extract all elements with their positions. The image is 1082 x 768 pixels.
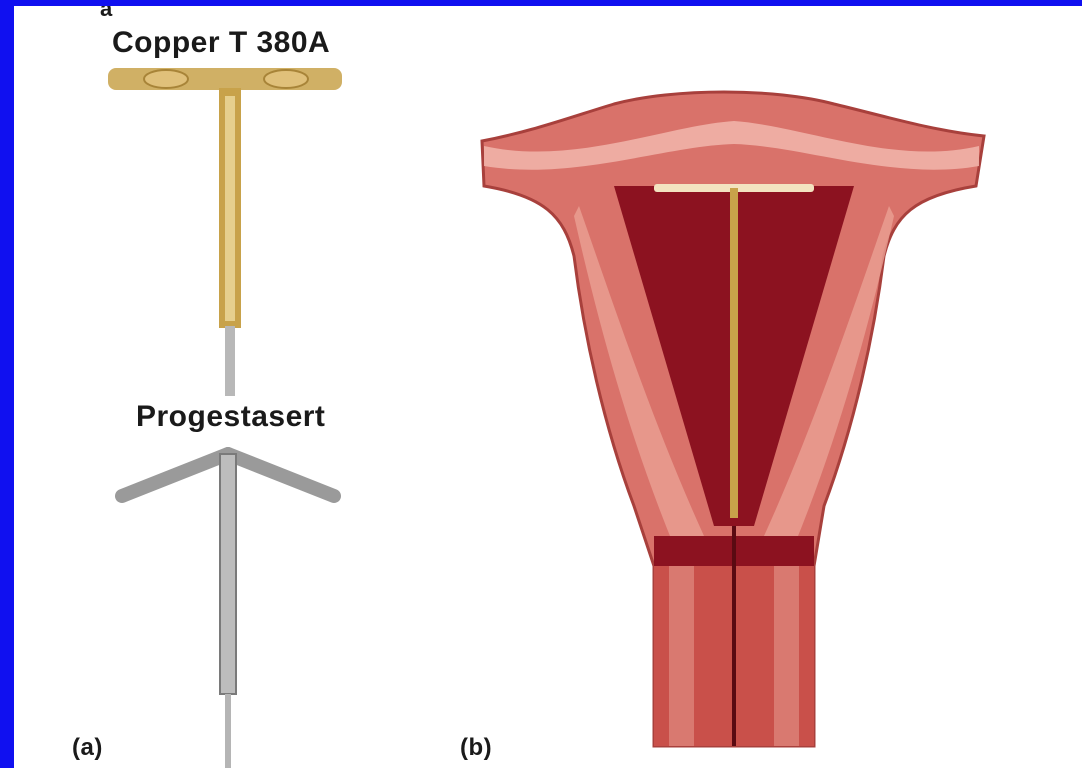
progestasert-arm-left xyxy=(122,454,228,496)
uterus-illustration xyxy=(482,92,984,746)
illustration-svg xyxy=(14,6,1082,768)
progestasert-stem xyxy=(220,454,236,694)
panel-b-label: (b) xyxy=(460,734,492,762)
progestasert-string xyxy=(225,694,231,768)
progestasert-device xyxy=(122,454,334,768)
copper-coil xyxy=(225,96,235,321)
cervix-highlight-left xyxy=(669,566,694,746)
iud-stem-in-uterus xyxy=(730,188,738,518)
copper-sleeve-left xyxy=(144,70,188,88)
progestasert-arm-right xyxy=(228,454,334,496)
copper-t-device xyxy=(108,68,342,396)
copper-t-string xyxy=(225,326,235,396)
copper-sleeve-right xyxy=(264,70,308,88)
panel-a-label: (a) xyxy=(72,734,103,762)
figure-frame: a Copper T 380A xyxy=(14,6,1082,768)
cervix-highlight-right xyxy=(774,566,799,746)
progestasert-device-label: Progestasert xyxy=(136,400,325,434)
